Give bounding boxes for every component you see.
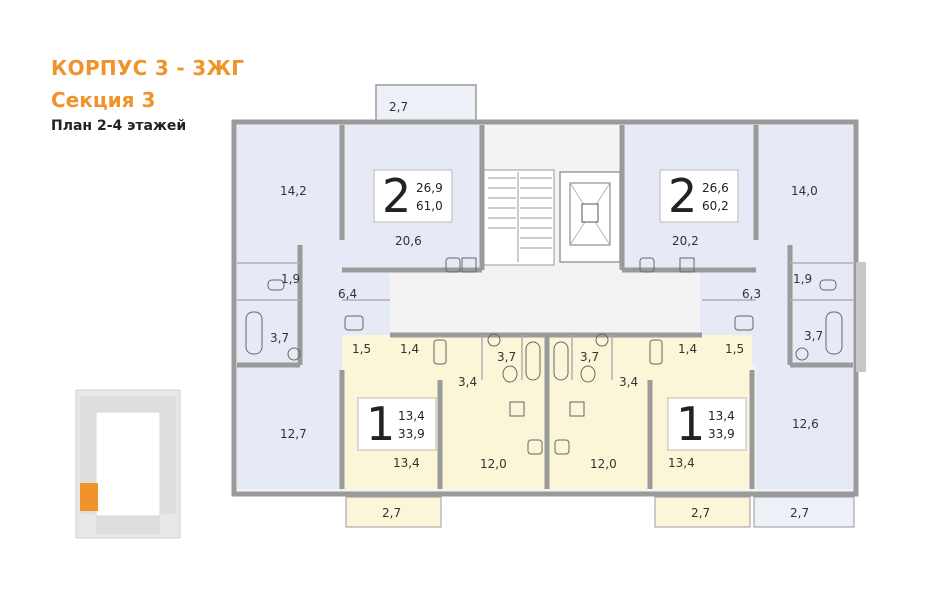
room-area: 12,7 — [280, 427, 307, 441]
building-title: КОРПУС 3 - 3ЖГ — [51, 56, 245, 80]
badge-right-2: 2 26,6 60,2 — [659, 169, 739, 223]
room-area: 1,4 — [678, 342, 697, 356]
room-area: 3,7 — [270, 331, 289, 345]
key-plan — [75, 389, 181, 539]
room-area: 2,7 — [691, 506, 710, 520]
living-area: 26,9 — [416, 181, 443, 195]
room-area: 1,5 — [725, 342, 744, 356]
rooms-count: 2 — [668, 169, 697, 223]
room-area: 12,6 — [792, 417, 819, 431]
room-area: 1,9 — [281, 272, 300, 286]
room-area: 2,7 — [790, 506, 809, 520]
elevator-icon — [581, 203, 599, 223]
stair-core — [483, 169, 621, 266]
room-area: 14,2 — [280, 184, 307, 198]
room-area: 3,7 — [497, 350, 516, 364]
rooms-count: 1 — [676, 397, 705, 451]
room-area: 3,7 — [804, 329, 823, 343]
room-area: 14,0 — [791, 184, 818, 198]
total-area: 33,9 — [398, 427, 425, 441]
room-area: 12,0 — [480, 457, 507, 471]
rooms-count: 2 — [382, 169, 411, 223]
room-area: 3,4 — [619, 375, 638, 389]
plan-title: План 2-4 этажей — [51, 118, 187, 134]
fixtures — [245, 257, 843, 455]
room-area: 20,6 — [395, 234, 422, 248]
room-area: 2,7 — [382, 506, 401, 520]
living-area: 26,6 — [702, 181, 729, 195]
total-area: 33,9 — [708, 427, 735, 441]
room-area: 1,4 — [400, 342, 419, 356]
room-area: 1,9 — [793, 272, 812, 286]
room-area: 13,4 — [668, 456, 695, 470]
room-area: 20,2 — [672, 234, 699, 248]
total-area: 61,0 — [416, 199, 443, 213]
room-labels: 2,7 14,2 20,6 1,9 6,4 3,7 1,5 12,7 20,2 … — [270, 100, 823, 520]
living-area: 13,4 — [708, 409, 735, 423]
apartment-right-2 — [622, 125, 855, 528]
room-area: 3,4 — [458, 375, 477, 389]
balcony-top — [375, 84, 477, 124]
room-area: 2,7 — [389, 100, 408, 114]
rooms-count: 1 — [366, 397, 395, 451]
badge-left-1: 1 13,4 33,9 — [357, 397, 437, 451]
badge-right-1: 1 13,4 33,9 — [667, 397, 747, 451]
living-area: 13,4 — [398, 409, 425, 423]
room-area: 6,4 — [338, 287, 357, 301]
room-area: 13,4 — [393, 456, 420, 470]
room-area: 12,0 — [590, 457, 617, 471]
highlighted-section-marker — [80, 483, 98, 511]
room-area: 3,7 — [580, 350, 599, 364]
room-area: 6,3 — [742, 287, 761, 301]
section-title: Секция 3 — [51, 88, 156, 112]
room-area: 1,5 — [352, 342, 371, 356]
total-area: 60,2 — [702, 199, 729, 213]
badge-left-2: 2 26,9 61,0 — [373, 169, 453, 223]
